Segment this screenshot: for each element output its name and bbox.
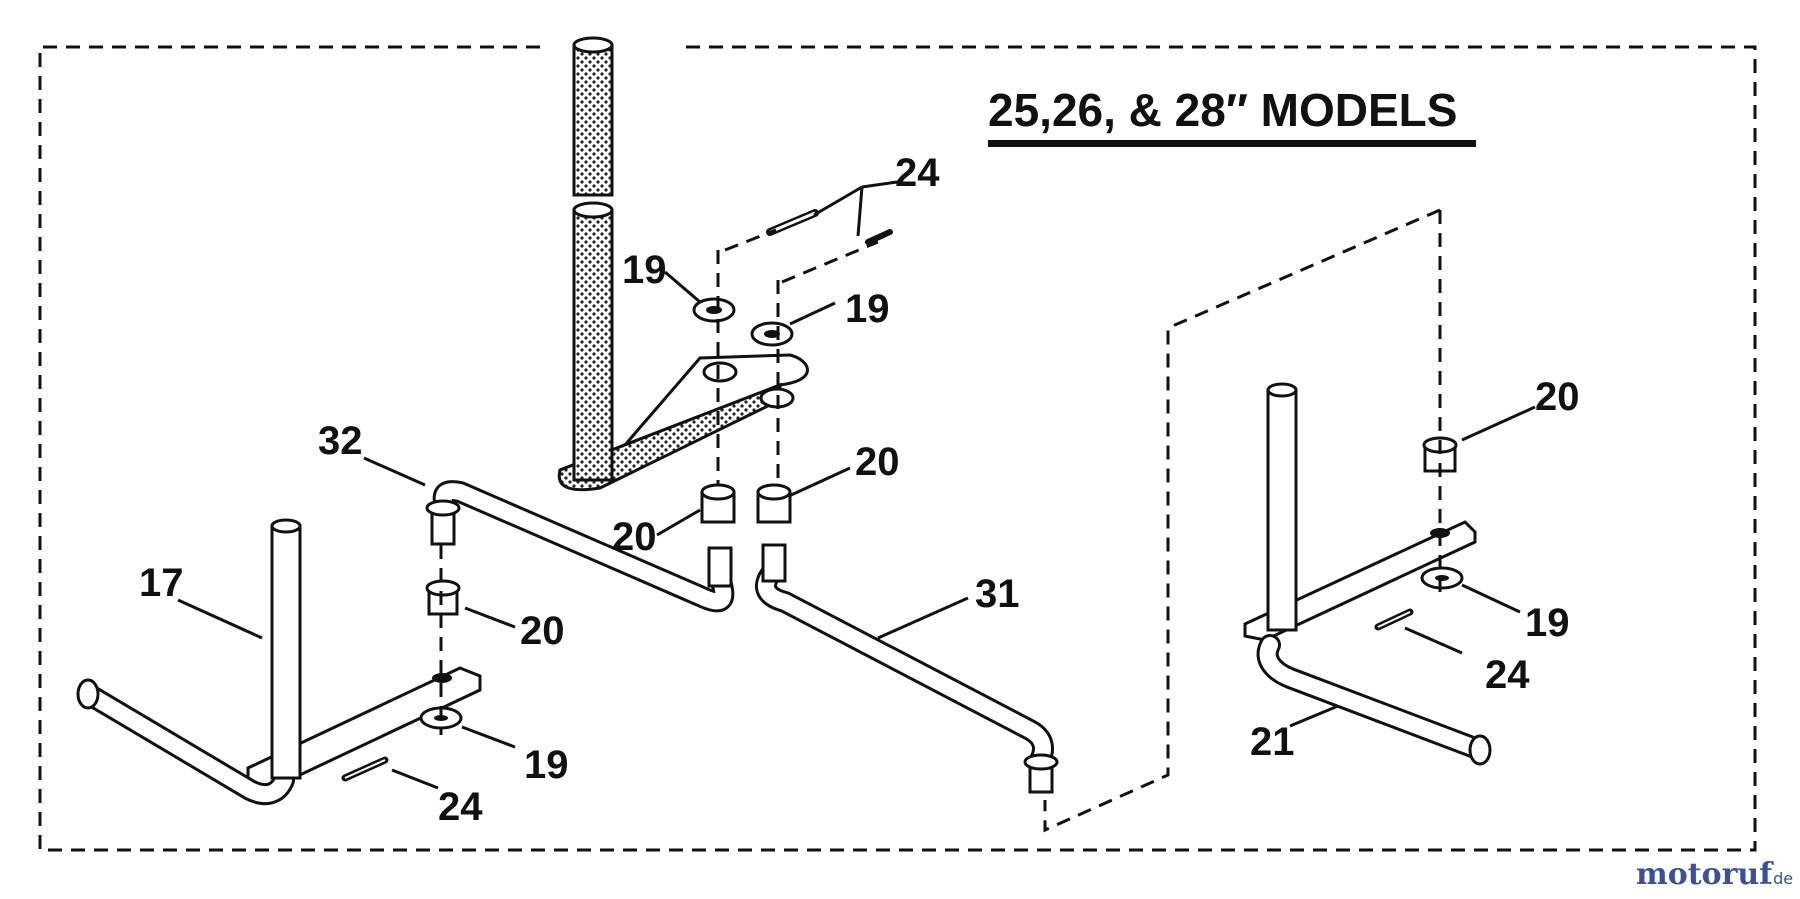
watermark-brand: motoruf bbox=[1636, 857, 1774, 892]
part-label-20-right: 20 bbox=[1535, 375, 1580, 419]
spindle-17 bbox=[76, 518, 482, 806]
part-label-31: 31 bbox=[975, 572, 1020, 616]
part-label-17: 17 bbox=[139, 561, 184, 605]
bushing-20-center-left bbox=[700, 483, 736, 524]
diagram-title: 25,26, & 28″ MODELS bbox=[988, 84, 1457, 136]
part-label-20-center-left: 20 bbox=[612, 515, 657, 559]
part-label-19-right: 19 bbox=[1525, 601, 1570, 645]
part-label-24-top: 24 bbox=[895, 151, 940, 195]
title-underline bbox=[988, 140, 1476, 147]
tie-rod-32 bbox=[425, 480, 735, 613]
watermark-suffix: .de bbox=[1768, 869, 1793, 888]
steering-pivot-bracket bbox=[557, 36, 809, 492]
part-label-20-center-right: 20 bbox=[855, 440, 900, 484]
cotter-pin-24-top bbox=[766, 209, 893, 245]
tie-rod-31 bbox=[755, 543, 1059, 794]
part-label-21: 21 bbox=[1250, 720, 1295, 764]
spindle-21 bbox=[1243, 382, 1492, 766]
part-label-24-left: 24 bbox=[438, 785, 483, 829]
part-label-24-right: 24 bbox=[1485, 653, 1530, 697]
part-label-19-top-left: 19 bbox=[622, 248, 667, 292]
bushing-20-left bbox=[425, 579, 461, 616]
part-label-20-left: 20 bbox=[520, 609, 565, 653]
assembly-border bbox=[38, 45, 1757, 852]
part-label-19-top-right: 19 bbox=[845, 287, 890, 331]
watermark-logo: motoruf .de bbox=[1636, 857, 1793, 892]
cotter-pin-24-left bbox=[341, 756, 389, 782]
bushing-20-center-right bbox=[756, 483, 792, 524]
cotter-pin-24-right bbox=[1374, 608, 1414, 631]
part-label-32: 32 bbox=[318, 419, 363, 463]
part-label-19-left: 19 bbox=[524, 743, 569, 787]
